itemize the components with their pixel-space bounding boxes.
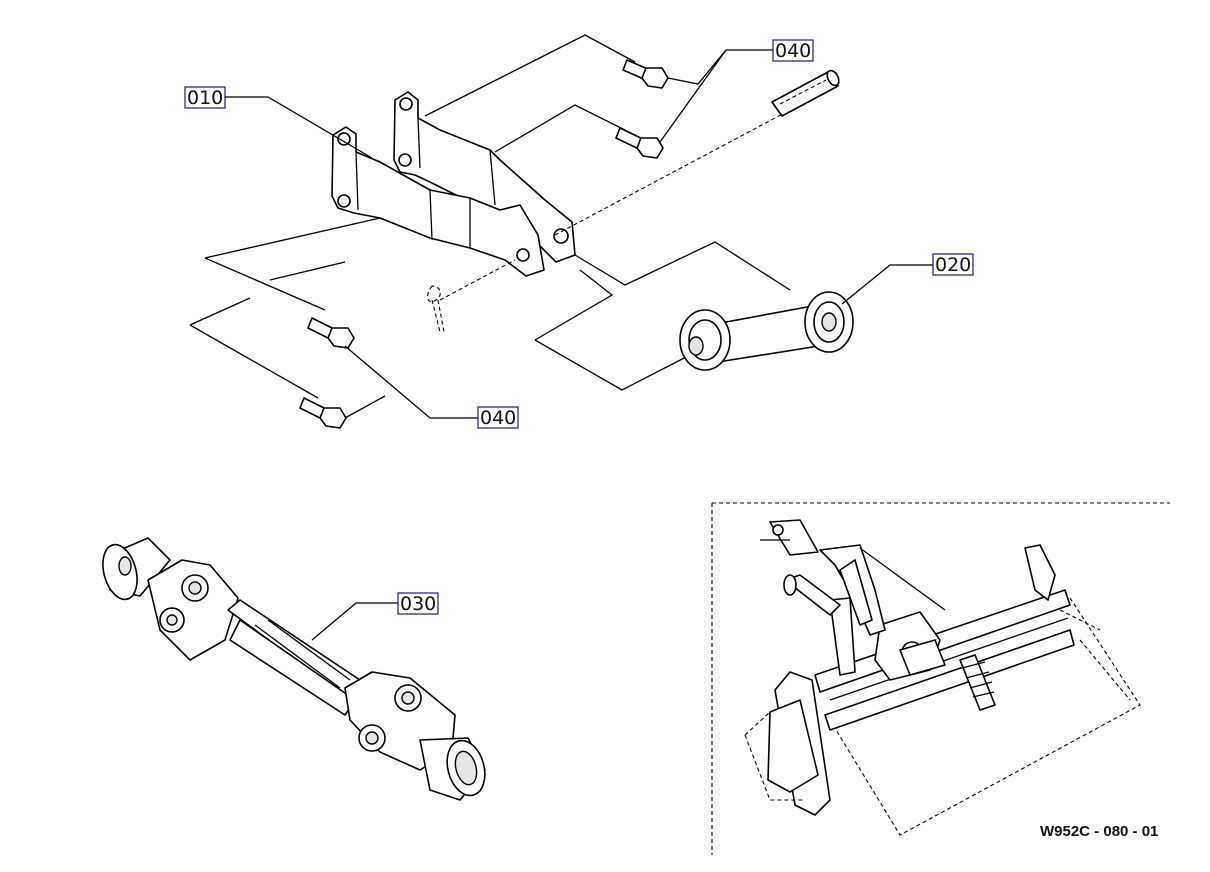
callout-020-label: 020 [935, 254, 971, 276]
r-clip [427, 285, 445, 333]
pto-shaft [102, 537, 486, 801]
bracket-plate-rear [393, 91, 576, 263]
callout-040-bottom[interactable]: 040 [477, 406, 519, 429]
callout-030[interactable]: 030 [397, 592, 439, 615]
bolt-top-1 [622, 59, 669, 89]
callout-010-label: 010 [187, 87, 223, 109]
roller [679, 291, 854, 371]
callout-010[interactable]: 010 [184, 86, 226, 109]
bolt-bottom-2 [299, 397, 347, 429]
bolt-top-2 [615, 127, 664, 159]
bracket-plate-front [331, 126, 545, 277]
bolt-bottom-1 [307, 317, 355, 349]
top-assembly [189, 34, 933, 429]
pin [771, 69, 840, 117]
callout-040-bottom-label: 040 [480, 407, 516, 429]
callout-030-label: 030 [400, 593, 436, 615]
overview-inset: W952C - 080 - 01 [711, 502, 1170, 855]
callout-040-top[interactable]: 040 [772, 39, 814, 62]
drawing-reference: W952C - 080 - 01 [1040, 823, 1158, 840]
callout-040-top-label: 040 [775, 40, 811, 62]
callout-020[interactable]: 020 [932, 253, 974, 276]
